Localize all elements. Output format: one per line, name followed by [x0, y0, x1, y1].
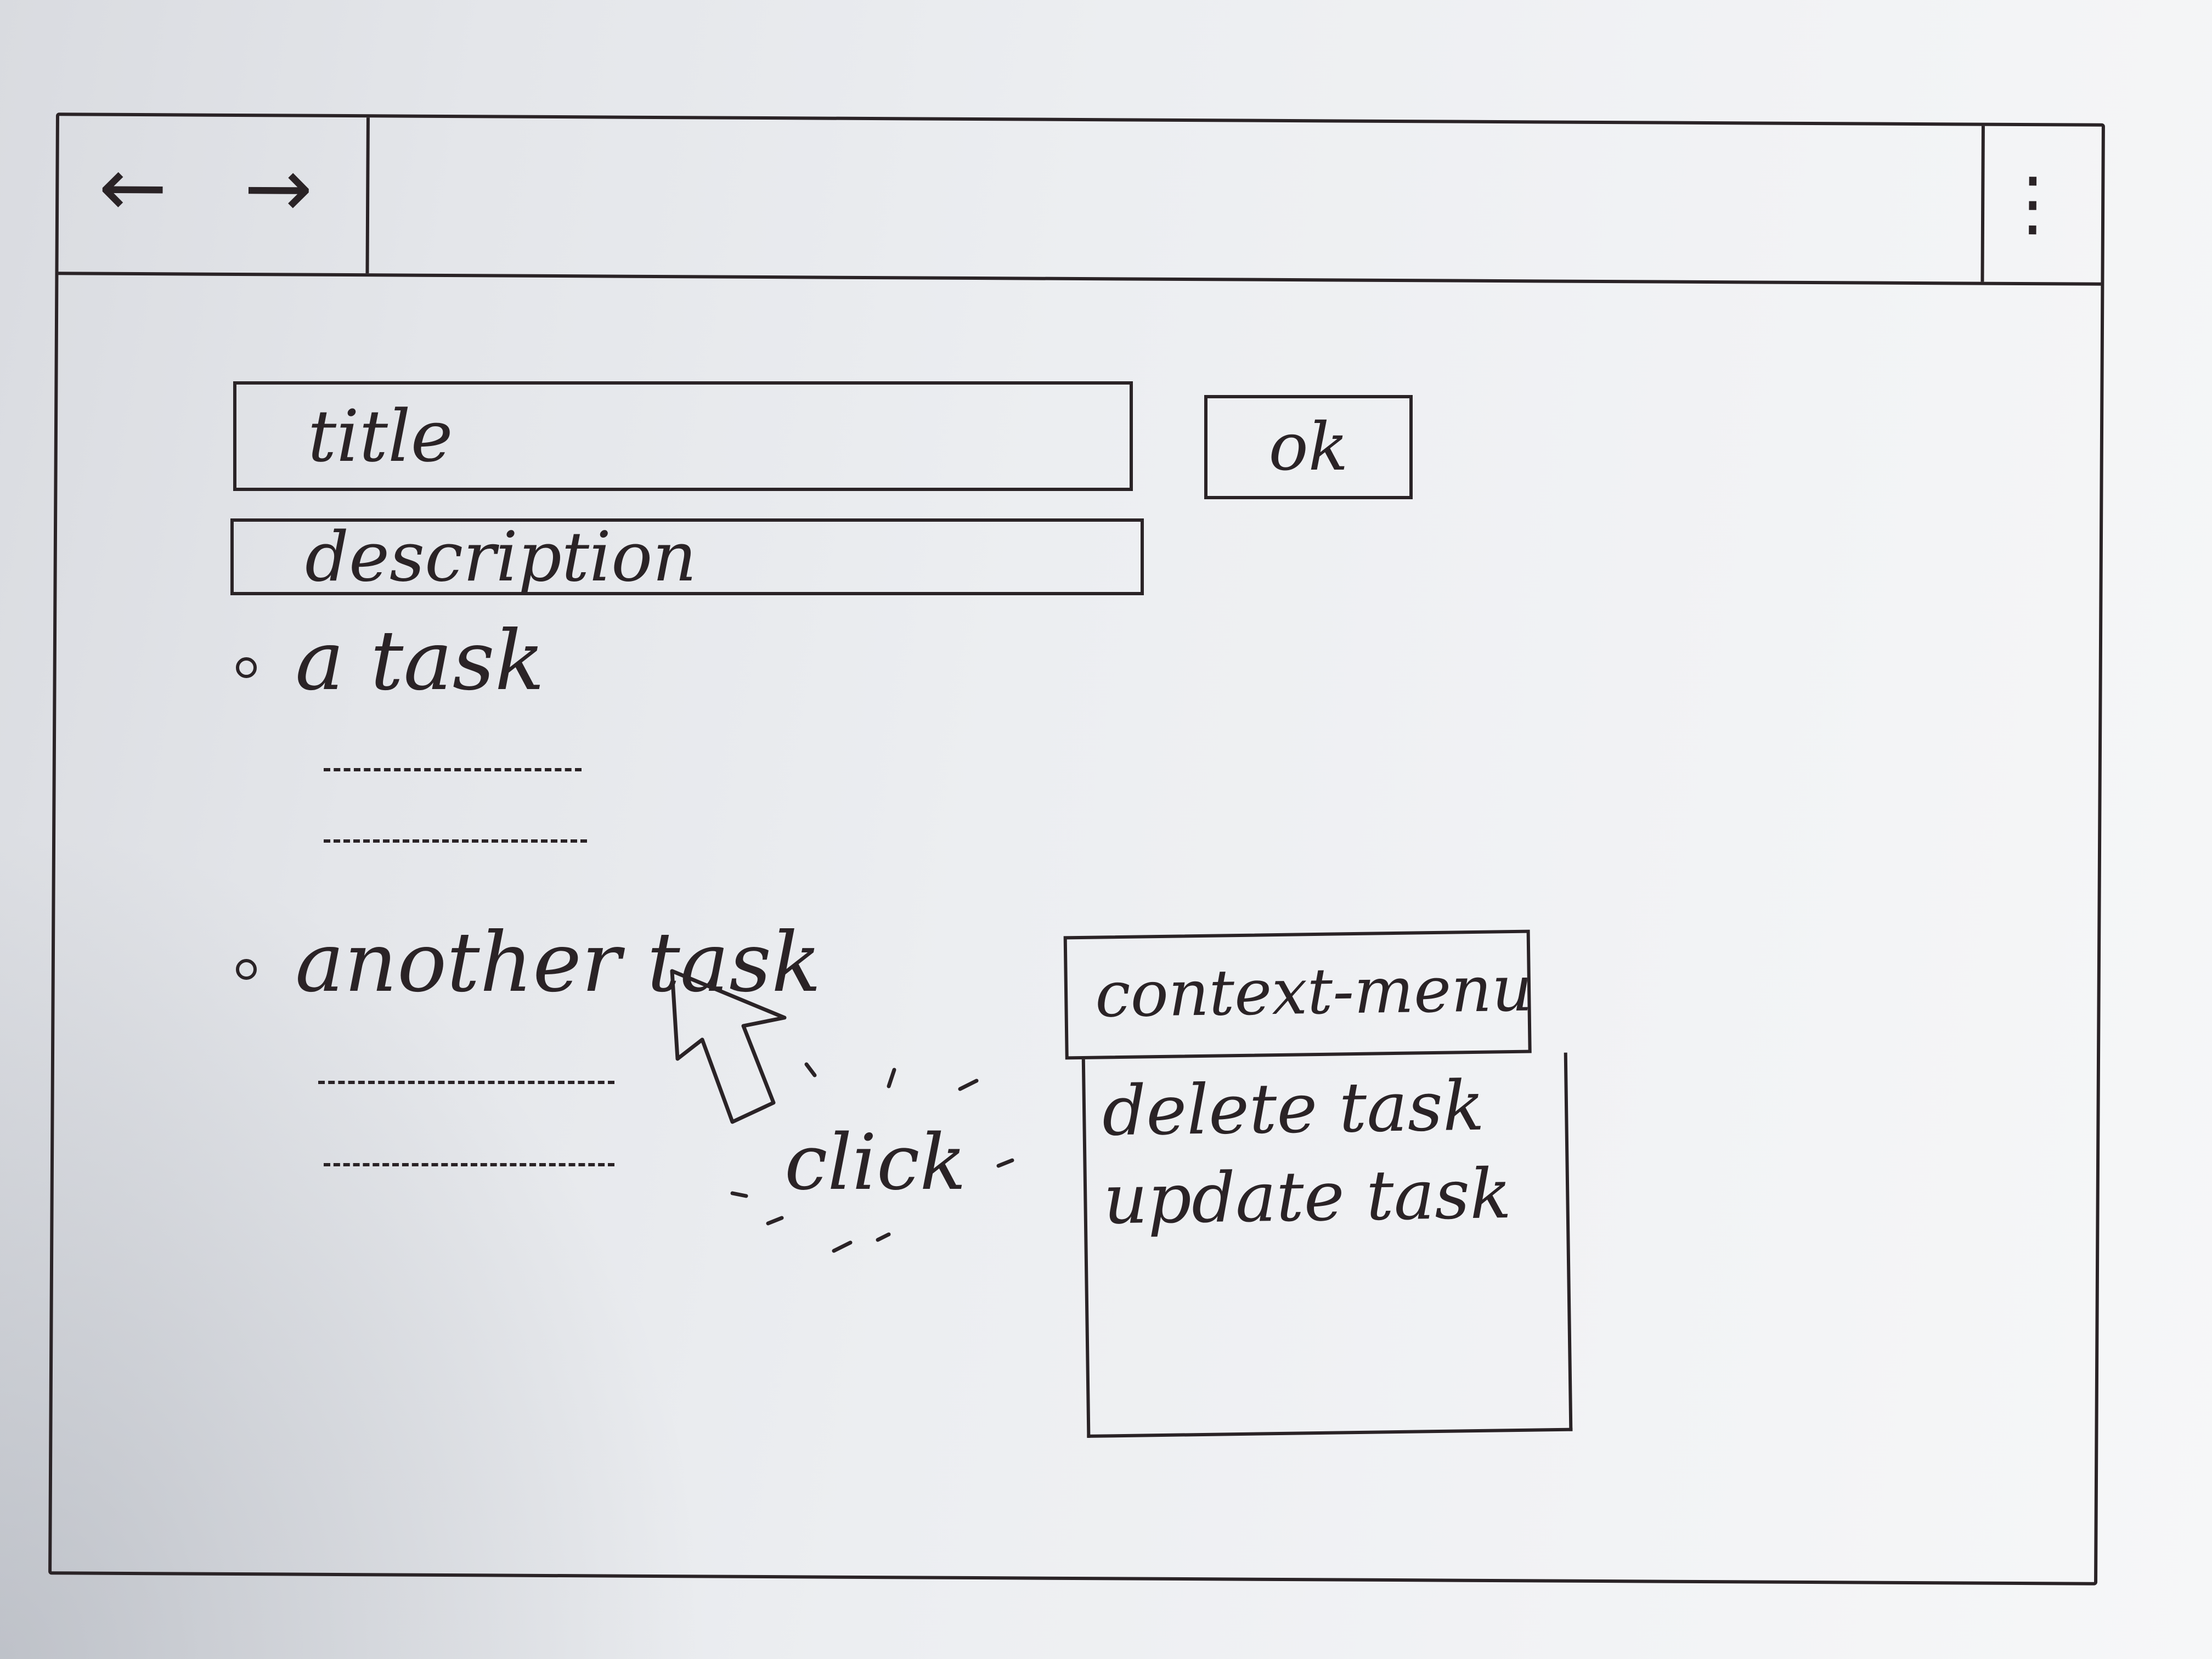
bullet-icon [236, 657, 257, 679]
bullet-icon [236, 959, 257, 980]
ok-button[interactable]: ok [1204, 395, 1413, 499]
back-button[interactable]: ← [72, 138, 194, 237]
task-list-item[interactable]: another task [236, 922, 821, 1004]
click-annotation: click [785, 1118, 967, 1207]
task-description-placeholder-line [324, 839, 587, 843]
task-title: another task [295, 915, 821, 1011]
click-burst-icon [730, 1062, 1014, 1253]
task-description-placeholder-line [318, 1081, 614, 1084]
task-list-item[interactable]: a task [236, 620, 545, 702]
title-input[interactable] [233, 381, 1133, 491]
kebab-menu-icon: ⋮ [1996, 161, 2069, 245]
forward-button[interactable]: → [218, 139, 339, 238]
context-menu-title: context-menu [1063, 929, 1532, 1060]
task-title: a task [295, 613, 545, 709]
context-menu-body: delete task update task [1081, 1052, 1573, 1438]
context-menu: context-menu delete task update task [1063, 929, 1573, 1438]
task-description-placeholder-line [324, 768, 582, 771]
cursor-arrow-icon [670, 969, 787, 1124]
address-bar[interactable] [365, 117, 1985, 282]
delete-task-menu-item[interactable]: delete task [1085, 1053, 1565, 1152]
browser-toolbar: ← → ⋮ [58, 116, 2102, 286]
browser-menu-button[interactable]: ⋮ [1986, 154, 2080, 253]
arrow-left-icon: ← [98, 139, 168, 236]
task-description-placeholder-line [324, 1163, 614, 1166]
arrow-right-icon: → [243, 140, 313, 236]
update-task-menu-item[interactable]: update task [1086, 1141, 1566, 1239]
description-input[interactable] [230, 518, 1144, 595]
